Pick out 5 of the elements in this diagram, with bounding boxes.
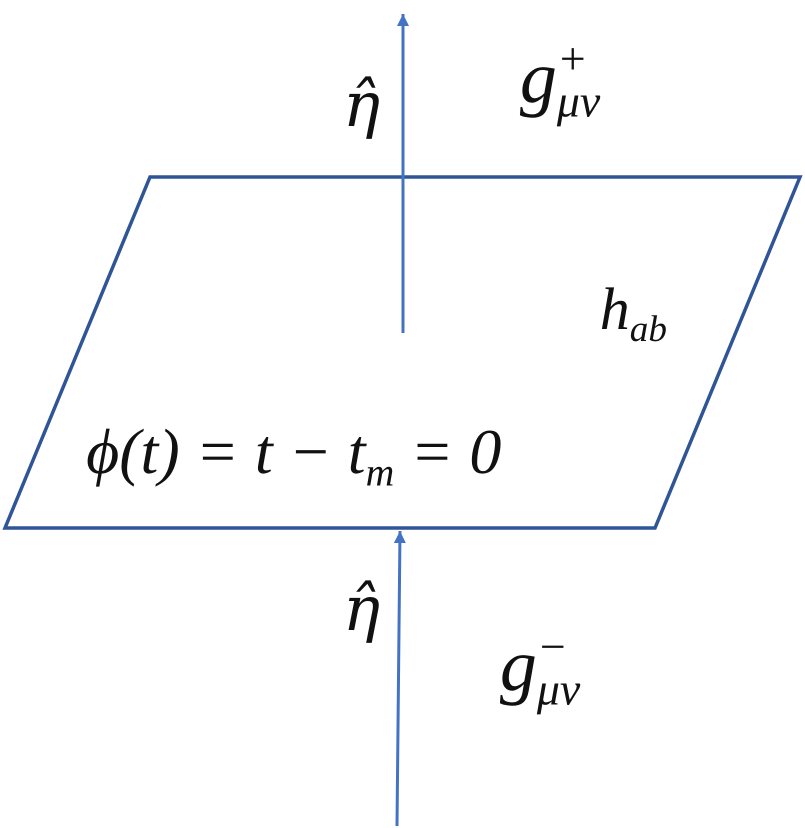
equation: ϕ(t) = t − t$_{m}$ = 0	[85, 415, 502, 497]
math-symbol: η̂	[342, 67, 382, 144]
math-symbol: η̂	[342, 571, 382, 648]
hypersurface-parallelogram	[3, 175, 803, 531]
math-symbol: h$_{ab}$	[598, 275, 668, 351]
